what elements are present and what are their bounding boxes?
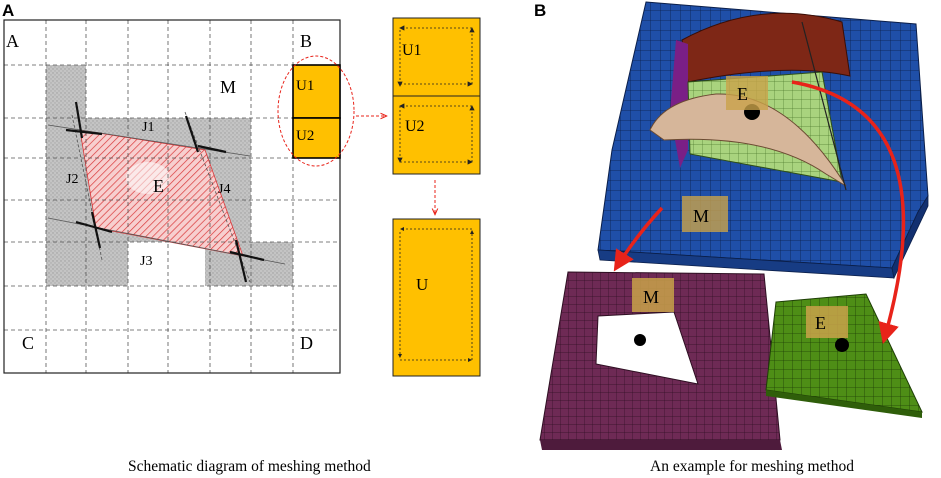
selection-ellipse [277, 55, 355, 167]
merged-unit-label: U [416, 275, 428, 294]
grid-unit-u2-label: U2 [296, 128, 314, 144]
joint-label-j2: J2 [66, 172, 78, 187]
plate-label-m: M [693, 206, 709, 226]
mesh-grid [4, 20, 340, 373]
plate-label-e: E [737, 84, 748, 104]
domain-border [3, 19, 341, 374]
arrow-to-matrix [613, 206, 664, 272]
region-m-label: M [220, 77, 236, 97]
corner-label-a: A [6, 31, 19, 51]
corner-label-c: C [22, 333, 34, 353]
panel-b-letter: B [534, 1, 546, 20]
joint-ticks [65, 101, 265, 283]
joint-label-j3: J3 [140, 254, 152, 269]
split-unit-u2-label: U2 [405, 118, 425, 135]
matrix-label-m: M [643, 287, 659, 307]
corner-label-d: D [300, 333, 313, 353]
panel-b-caption: An example for meshing method [650, 458, 854, 475]
split-units [392, 17, 481, 175]
grid-unit-u2 [292, 117, 341, 159]
plate-model [597, 1, 929, 280]
arrow-to-element [791, 80, 906, 345]
element-label-e: E [815, 313, 826, 333]
split-unit-u1-label: U1 [402, 42, 422, 59]
region-e-label: E [153, 176, 164, 196]
merged-unit [392, 218, 481, 377]
joint-label-j4: J4 [218, 182, 230, 197]
joint-label-j1: J1 [142, 120, 154, 135]
grid-unit-u1-label: U1 [296, 78, 314, 94]
matrix-m-model [539, 271, 782, 450]
corner-label-b: B [300, 31, 312, 51]
element-e-model [765, 293, 923, 418]
panel-a-caption: Schematic diagram of meshing method [128, 458, 371, 475]
panel-a-letter: A [2, 1, 14, 20]
